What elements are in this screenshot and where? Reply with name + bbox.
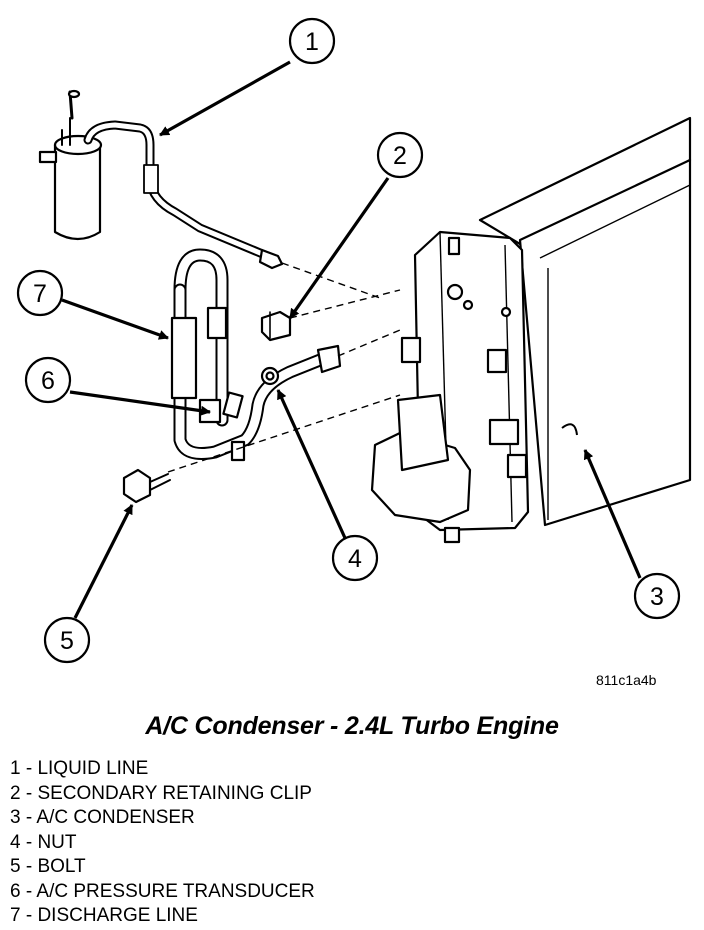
legend-item: 2 - SECONDARY RETAINING CLIP [10,782,312,804]
callout-arrow-3 [583,449,642,579]
legend-item: 3 - A/C CONDENSER [10,807,195,828]
legend-item: 5 - BOLT [10,856,86,877]
discharge-line-drawing [122,248,342,504]
callout-arrow-2 [288,177,390,319]
parts-legend: 1 - LIQUID LINE 2 - SECONDARY RETAINING … [10,757,315,929]
callout-arrow-7 [61,298,169,340]
legend-item: 1 - LIQUID LINE [10,758,149,779]
liquid-line-drawing [38,89,284,270]
callout-circle-6 [24,356,72,404]
callout-circle-7 [16,269,64,317]
callout-arrows [61,60,642,619]
legend-item: 6 - A/C PRESSURE TRANSDUCER [10,880,315,902]
ac-condenser-drawing [370,116,692,544]
callout-number-5: 5 [60,627,74,655]
callout-number-4: 4 [348,545,362,573]
callout-arrow-6 [69,390,211,416]
alignment-lines [167,262,401,473]
callout-number-2: 2 [393,142,407,170]
callout-number-3: 3 [650,583,664,611]
callout-arrow-5 [73,504,134,619]
legend-item: 4 - NUT [10,831,77,853]
callout-circle-5 [43,616,91,664]
callout-circle-4 [331,534,379,582]
callout-circle-3 [633,572,681,620]
condenser-diagram: 1 2 3 4 5 6 7 [16,17,692,664]
callout-circle-2 [376,131,424,179]
callout-circles [16,17,681,664]
callout-arrow-1 [159,60,291,137]
callout-number-1: 1 [305,28,319,56]
figure-title: A/C Condenser - 2.4L Turbo Engine [145,712,559,740]
callout-number-6: 6 [41,367,55,395]
callout-circle-1 [288,17,336,65]
figure-id: 811c1a4b [596,672,657,688]
callout-arrow-4 [276,389,347,539]
legend-item: 7 - DISCHARGE LINE [10,905,198,926]
callout-number-7: 7 [33,280,47,308]
